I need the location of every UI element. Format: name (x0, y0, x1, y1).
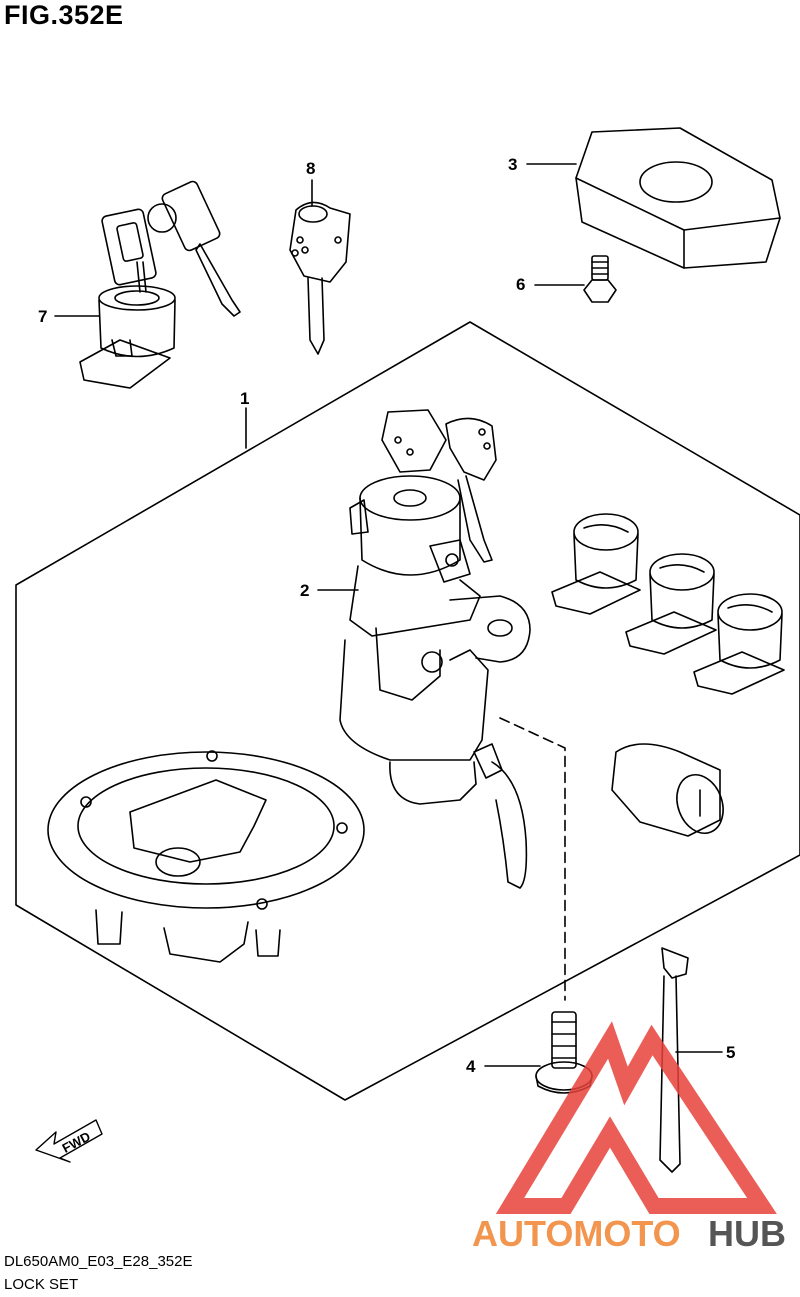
cylinder-lock (611, 743, 724, 837)
callout-4: 4 (466, 1057, 476, 1076)
callout-1: 1 (240, 389, 249, 408)
callout-5: 5 (726, 1043, 735, 1062)
callout-7: 7 (38, 307, 47, 326)
cover-cap (575, 127, 781, 269)
callout-2: 2 (300, 581, 309, 600)
key-blank (289, 201, 351, 355)
watermark-text-hub: HUB (708, 1213, 786, 1254)
seat-lock-with-keys (79, 180, 241, 389)
fuel-cap (47, 750, 365, 963)
figure-title: FIG.352E (4, 0, 124, 30)
dashed-link-1 (499, 717, 566, 1001)
small-lock-a (551, 513, 641, 615)
set-boundary (15, 321, 800, 1101)
ignition-switch (339, 409, 531, 889)
callout-8: 8 (306, 159, 315, 178)
diagram-caption: LOCK SET (4, 1276, 79, 1293)
watermark-logo (495, 1021, 777, 1214)
cable-tie (659, 947, 689, 1173)
diagram-code: DL650AM0_E03_E28_352E (4, 1253, 193, 1270)
bolt-small (583, 255, 617, 303)
small-lock-c (693, 593, 785, 695)
callout-6: 6 (516, 275, 525, 294)
small-lock-b (625, 553, 717, 655)
fwd-label: FWD (60, 1129, 93, 1156)
callout-3: 3 (508, 155, 517, 174)
watermark-text-automoto: AUTOMOTO (472, 1213, 681, 1254)
fwd-arrow (35, 1119, 103, 1163)
callout-labels: 1 2 3 4 5 6 7 8 (38, 155, 735, 1076)
